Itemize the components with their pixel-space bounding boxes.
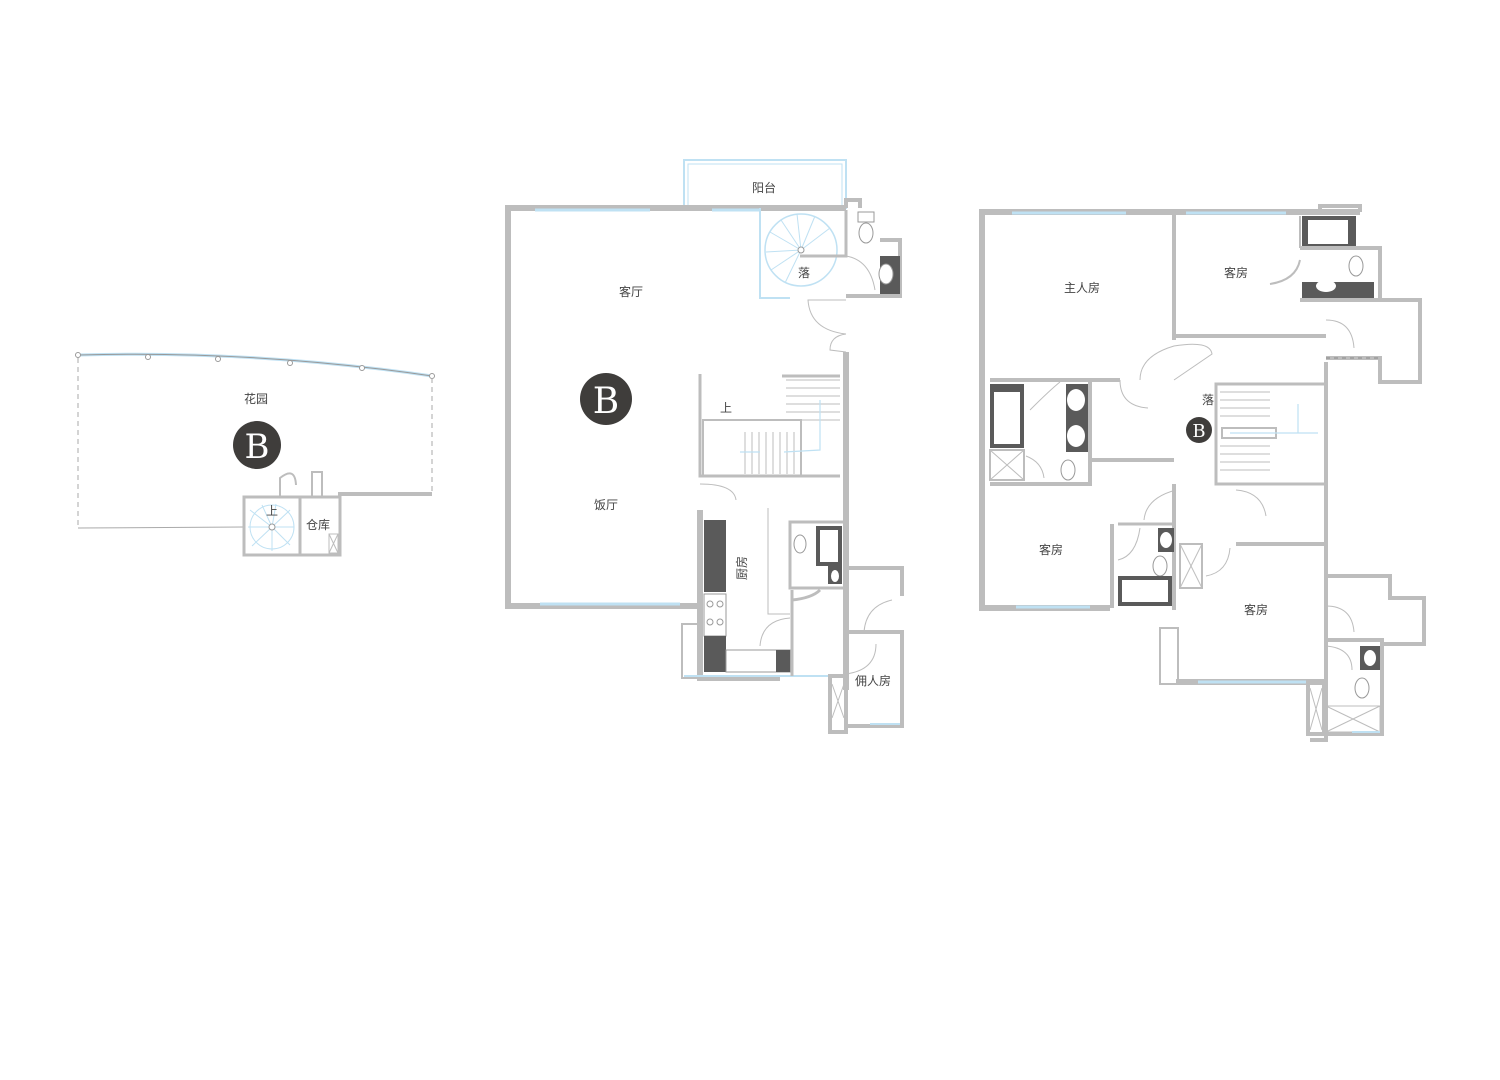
label-dining-room: 饭厅	[594, 498, 618, 512]
label-guest-room-2: 客房	[1039, 542, 1063, 557]
main-floor-plan	[505, 159, 904, 734]
label-guest-room-1: 客房	[1224, 265, 1248, 280]
label-balcony: 阳台	[752, 180, 776, 195]
label-down-stair: 落	[1202, 393, 1214, 407]
label-guest-room-3: 客房	[1244, 602, 1268, 617]
garden-level-plan	[75, 352, 435, 557]
label-living-room: 客厅	[619, 284, 643, 299]
label-storage: 仓库	[306, 517, 330, 532]
svg-text:B: B	[593, 381, 619, 422]
label-up-basement: 上	[266, 504, 278, 518]
label-maid-room: 佣人房	[855, 673, 891, 688]
unit-badge-garden: B	[233, 421, 281, 469]
label-kitchen: 厨房	[734, 556, 749, 580]
label-master-bedroom: 主人房	[1064, 280, 1100, 295]
upper-floor-plan	[979, 204, 1426, 742]
svg-text:B: B	[245, 427, 270, 467]
label-up-stair: 上	[720, 401, 732, 415]
unit-badge-upper: B	[1186, 417, 1212, 443]
label-down-spiral: 落	[798, 266, 810, 280]
unit-badge-main: B	[580, 373, 632, 425]
label-garden: 花园	[244, 391, 268, 406]
svg-text:B: B	[1192, 421, 1205, 442]
